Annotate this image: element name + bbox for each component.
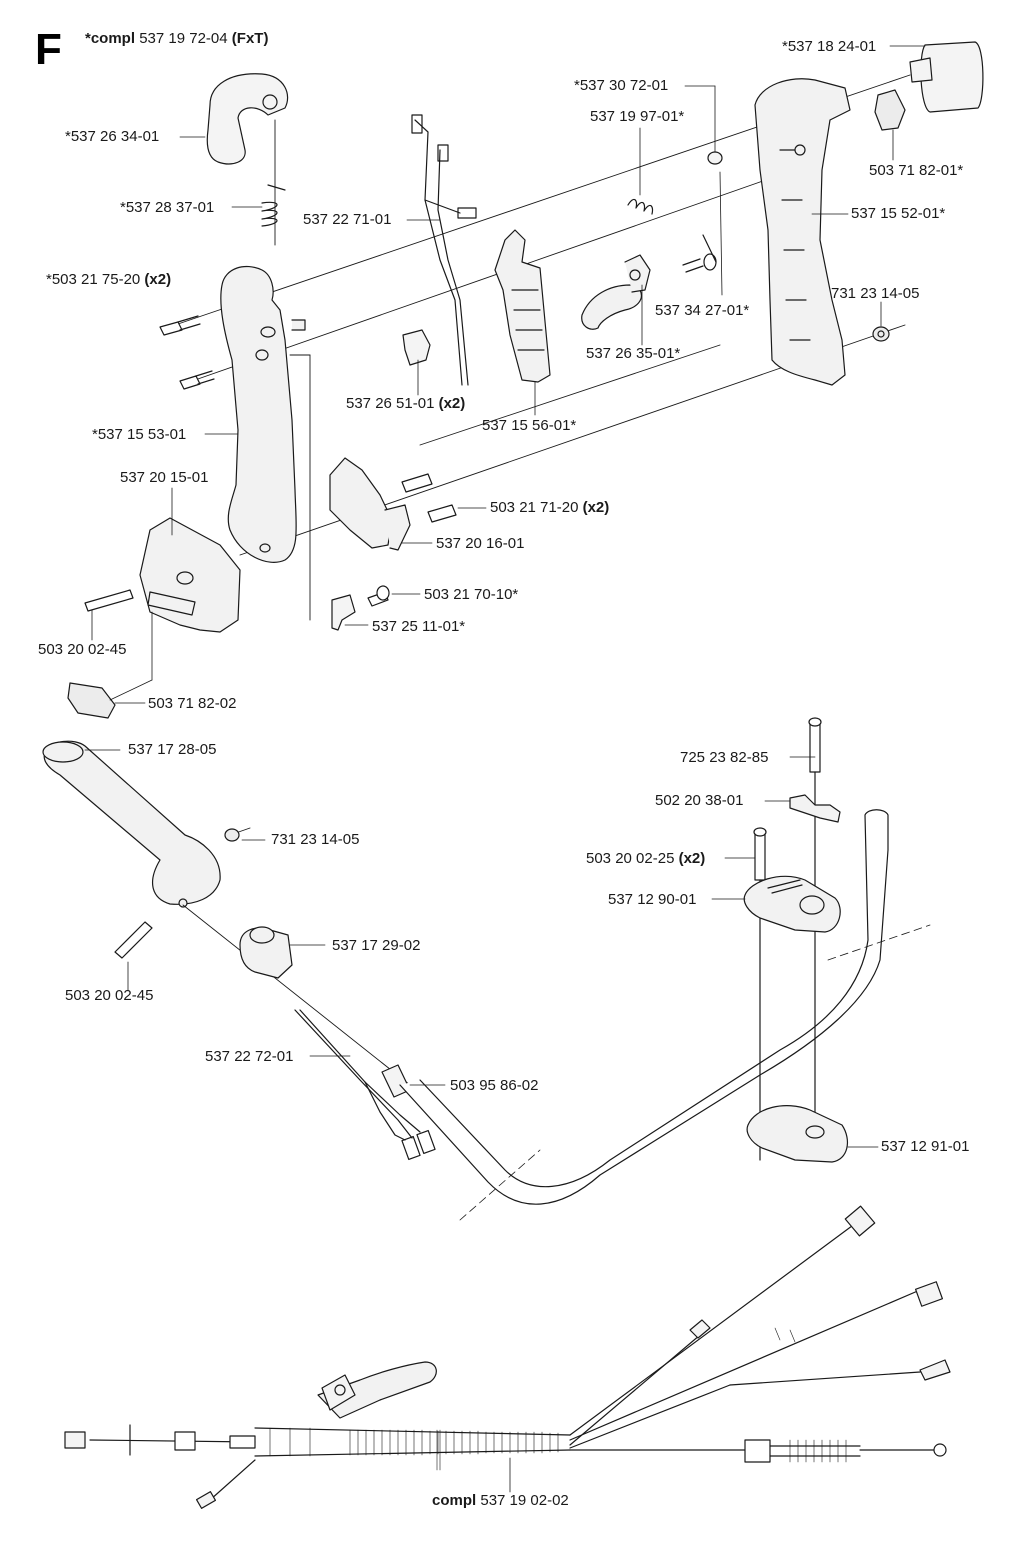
callout-label: 503 21 71-20 (x2) xyxy=(490,499,610,516)
switch-503-71-82-01 xyxy=(874,89,906,131)
title-number: 537 19 72-04 xyxy=(139,30,228,47)
title-prefix: *compl xyxy=(85,30,136,47)
bolt-725-23-82-85 xyxy=(808,717,822,1131)
clamp-top-537-12-90-01 xyxy=(743,875,841,933)
cable-harness-537-19-02-02 xyxy=(64,1205,951,1509)
leader-lines-upper xyxy=(91,45,926,704)
small-spring-part xyxy=(627,198,654,215)
nut-537-30-72-01 xyxy=(707,151,723,165)
callout-label: *537 18 24-01 xyxy=(782,38,877,55)
dashed-axis-middle xyxy=(459,924,931,1221)
wire-harness-part xyxy=(411,114,477,386)
loop-handle-tube xyxy=(399,809,889,1205)
callout-label: *537 30 72-01 xyxy=(574,77,669,94)
callout-label: 537 19 97-01* xyxy=(590,108,685,125)
callout-label: 503 20 02-45 xyxy=(38,641,127,658)
callout-label: 537 12 90-01 xyxy=(608,891,697,908)
callout-label: 537 22 71-01 xyxy=(303,211,392,228)
callout-label: 725 23 82-85 xyxy=(680,749,769,766)
left-handle-half-part xyxy=(220,265,306,563)
harness-assembly-label: compl 537 19 02-02 xyxy=(432,1492,569,1509)
end-cap-part xyxy=(909,41,984,113)
housing-part xyxy=(139,517,241,633)
washer-part xyxy=(872,326,890,342)
callout-label: 731 23 14-05 xyxy=(831,285,920,302)
washer-731-23-14-05-lower xyxy=(224,828,240,842)
clip-part xyxy=(402,329,431,366)
callout-label: 537 26 51-01 (x2) xyxy=(346,395,466,412)
screw-503-21-70-10 xyxy=(367,585,390,607)
screw-503-21-71-20 xyxy=(401,473,457,523)
bracket-part xyxy=(331,594,356,631)
leader-lines-middle xyxy=(84,749,879,1148)
callout-label: 503 71 82-01* xyxy=(869,162,964,179)
callout-label: 537 17 29-02 xyxy=(332,937,421,954)
clamp-part xyxy=(329,457,411,551)
callout-label: 502 20 38-01 xyxy=(655,792,744,809)
harness-537-22-72-01 xyxy=(294,1009,436,1161)
section-letter: F xyxy=(35,25,62,74)
screw-503-20-02-45-lower xyxy=(114,921,153,959)
callout-label: 537 22 72-01 xyxy=(205,1048,294,1065)
title-variant: (FxT) xyxy=(231,30,269,47)
pin-part xyxy=(682,234,717,273)
clamp-bottom-537-12-91-01 xyxy=(746,1105,849,1163)
footer-number: 537 19 02-02 xyxy=(480,1492,569,1509)
callout-label: 503 20 02-45 xyxy=(65,987,154,1004)
right-handle-half-part xyxy=(754,78,851,386)
callout-label: 503 21 70-10* xyxy=(424,586,519,603)
callout-label: 503 20 02-25 (x2) xyxy=(586,850,706,867)
callout-label: 537 20 15-01 xyxy=(120,469,209,486)
callout-label: 537 20 16-01 xyxy=(436,535,525,552)
spring-part xyxy=(261,184,286,227)
callout-label: 503 71 82-02 xyxy=(148,695,237,712)
callout-label: 537 15 56-01* xyxy=(482,417,577,434)
assembly-title: *compl 537 19 72-04 (FxT) xyxy=(85,30,268,47)
screw-503-21-75-20 xyxy=(159,315,215,390)
callout-label: 537 25 11-01* xyxy=(372,618,466,635)
callout-label: *537 15 53-01 xyxy=(92,426,187,443)
switch-503-71-82-02 xyxy=(67,682,116,719)
wing-nut-502-20-38-01 xyxy=(789,794,841,823)
knob-handle-part xyxy=(206,73,289,165)
lever-part xyxy=(581,254,651,330)
callout-label: *537 28 37-01 xyxy=(120,199,215,216)
callout-label: 537 34 27-01* xyxy=(655,302,750,319)
callout-label: 537 26 35-01* xyxy=(586,345,681,362)
callout-label: *503 21 75-20 (x2) xyxy=(46,271,172,288)
footer-prefix: compl xyxy=(432,1492,477,1509)
throttle-trigger-part xyxy=(494,229,551,383)
callout-label: 537 17 28-05 xyxy=(128,741,217,758)
grip-537-17-28-05 xyxy=(42,740,221,908)
cap-537-17-29-02 xyxy=(239,926,293,979)
callout-label: 537 12 91-01 xyxy=(881,1138,970,1155)
callout-label: 503 95 86-02 xyxy=(450,1077,539,1094)
callout-label: 537 15 52-01* xyxy=(851,205,946,222)
callout-label: 731 23 14-05 xyxy=(271,831,360,848)
callout-label: *537 26 34-01 xyxy=(65,128,160,145)
screw-503-20-02-45-upper xyxy=(84,589,134,612)
